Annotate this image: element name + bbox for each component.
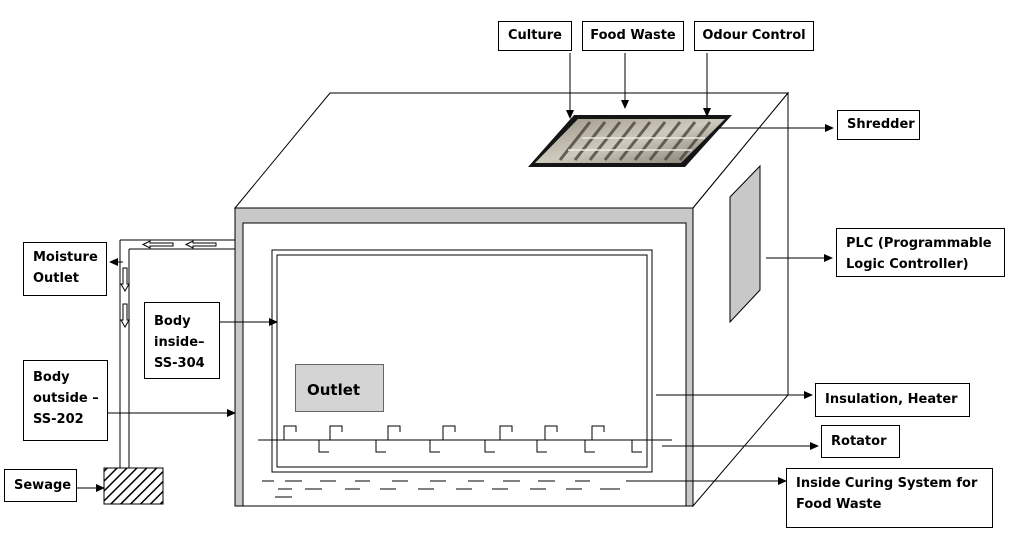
- moisture-outlet-label: Moisture Outlet: [23, 242, 107, 296]
- body-outside-label: Body outside – SS-202: [23, 360, 108, 441]
- body-inside-line3: SS-304: [154, 356, 205, 371]
- inner-chamber: [271, 249, 653, 473]
- odour-control-label: Odour Control: [694, 21, 814, 51]
- rotator-paddles: [258, 425, 672, 453]
- moisture-label-line2: Outlet: [33, 271, 80, 286]
- body-outside-line2: outside –: [33, 391, 99, 406]
- curing-system-label: Inside Curing System for Food Waste: [786, 468, 993, 528]
- cabinet-outline: [233, 91, 790, 508]
- plc-label-line1: PLC (Programmable: [846, 236, 992, 251]
- sewage-tank: [103, 467, 164, 505]
- curing-dashes: [262, 480, 620, 498]
- curing-label-line1: Inside Curing System for: [796, 476, 978, 491]
- body-inside-label: Body inside– SS-304: [144, 302, 220, 379]
- shredder-label: Shredder: [837, 110, 920, 140]
- shredder-grill: [528, 115, 732, 167]
- moisture-label-line1: Moisture: [33, 250, 98, 265]
- leader-arrows: [77, 53, 834, 492]
- front-frame: [234, 207, 694, 507]
- food-waste-label: Food Waste: [582, 21, 684, 51]
- plc-panel: [729, 164, 761, 324]
- moisture-pipe: [119, 239, 235, 468]
- body-outside-line3: SS-202: [33, 412, 84, 427]
- flow-arrows: [120, 240, 217, 329]
- culture-label: Culture: [498, 21, 572, 51]
- plc-label-line2: Logic Controller): [846, 257, 969, 272]
- body-outside-line1: Body: [33, 370, 70, 385]
- outlet-box: Outlet: [295, 364, 384, 412]
- plc-label: PLC (Programmable Logic Controller): [836, 228, 1005, 277]
- body-inside-line1: Body: [154, 314, 191, 329]
- insulation-heater-label: Insulation, Heater: [815, 383, 970, 417]
- body-inside-line2: inside–: [154, 335, 205, 350]
- rotator-label: Rotator: [821, 425, 900, 458]
- curing-label-line2: Food Waste: [796, 497, 882, 512]
- sewage-label: Sewage: [4, 469, 77, 502]
